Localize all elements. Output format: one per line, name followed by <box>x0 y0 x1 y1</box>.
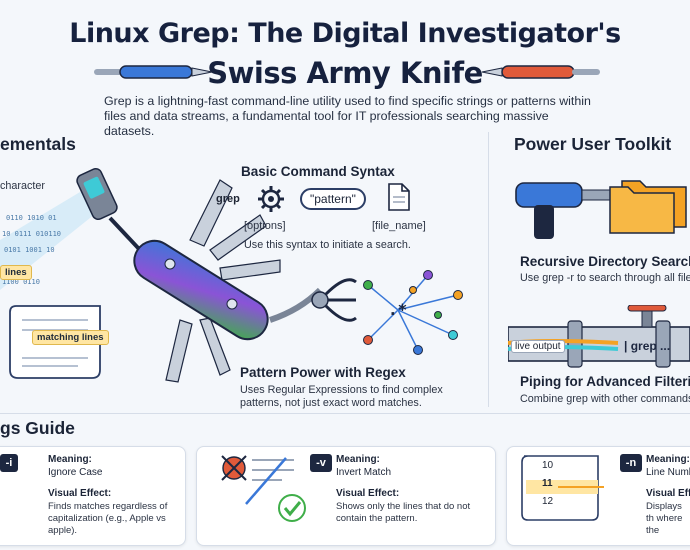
section-divider <box>488 132 489 407</box>
recursive-heading: Recursive Directory Search <box>520 254 690 269</box>
matching-lines-tag: matching lines <box>32 330 109 345</box>
flag-n-effect: Displays th where the <box>646 501 683 536</box>
intro-text: Grep is a lightning-fast command-line ut… <box>104 94 591 138</box>
flag-v-meaning-label: Meaning: <box>336 454 380 465</box>
flag-card-invert-match <box>196 446 496 546</box>
flag-i-effect-label: Visual Effect: <box>48 488 112 499</box>
knife-icon-right <box>481 65 600 79</box>
flag-i-meaning-label: Meaning: <box>48 454 92 465</box>
live-output-label: live output <box>511 340 565 353</box>
regex-heading: Pattern Power with Regex <box>240 365 406 380</box>
flag-label-v: -v <box>310 454 332 472</box>
flag-label-n: -n <box>620 454 642 472</box>
flag-v-meaning: Invert Match <box>336 467 392 478</box>
svg-text:1100 0110: 1100 0110 <box>2 278 40 286</box>
line-numbers-scroll-icon <box>521 455 604 521</box>
flag-card-ignore-case <box>0 446 186 546</box>
flag-n-meaning: Line Numb <box>646 467 690 478</box>
piping-caption: Combine grep with other commands (lik <box>520 393 690 405</box>
page-title-line2: Swiss Army Knife <box>207 56 483 90</box>
swiss-army-knife-graphic <box>76 167 323 383</box>
pipe-graphic <box>508 305 690 368</box>
syntax-file: [file_name] <box>372 220 426 232</box>
character-label: character <box>0 180 46 192</box>
syntax-cmd: grep <box>216 193 240 205</box>
recursive-caption: Use grep -r to search through all files … <box>520 272 690 284</box>
binary-beam-graphic: 0110 1010 01 10 0111 010110 0101 1001 10… <box>0 180 110 290</box>
invert-match-icon <box>221 455 306 522</box>
toolkit-heading: Power User Toolkit <box>514 134 672 154</box>
syntax-options: [options] <box>244 220 286 232</box>
page-title-line1: Linux Grep: The Digital Investigator's <box>69 18 621 49</box>
flag-v-effect-label: Visual Effect: <box>336 488 400 499</box>
syntax-caption: Use this syntax to initiate a search. <box>244 239 411 251</box>
line-number-11: 11 <box>542 478 553 489</box>
flag-i-effect: Finds matches regardless of capitalizati… <box>48 501 168 536</box>
grep-pipe-label: | grep ... <box>624 339 671 353</box>
flag-n-meaning-label: Meaning: <box>646 454 690 465</box>
line-number-10: 10 <box>542 460 554 471</box>
svg-text:0110 1010 01: 0110 1010 01 <box>6 214 57 222</box>
syntax-heading: Basic Command Syntax <box>241 164 395 179</box>
flag-label-i: -i <box>0 454 18 472</box>
flag-i-meaning: Ignore Case <box>48 467 103 478</box>
gear-icon <box>258 186 284 212</box>
regex-network-graphic: .* <box>363 270 463 355</box>
lines-tag: lines <box>0 265 32 280</box>
fundamentals-heading: ementals <box>0 134 76 154</box>
syntax-pattern-pill: "pattern" <box>300 188 366 210</box>
flag-v-effect: Shows only the lines that do not contain… <box>336 501 471 524</box>
svg-text:10 0111 010110: 10 0111 010110 <box>2 230 61 238</box>
flag-n-effect-label: Visual Effe <box>646 488 690 499</box>
flags-divider <box>0 413 690 414</box>
regex-caption: Uses Regular Expressions to find complex… <box>240 384 443 409</box>
piping-heading: Piping for Advanced Filtering <box>520 374 690 389</box>
line-number-12: 12 <box>542 496 554 507</box>
drill-folders-graphic <box>515 180 687 239</box>
svg-text:.*: .* <box>388 300 407 319</box>
svg-text:0101 1001 10: 0101 1001 10 <box>4 246 55 254</box>
claw-grabber-icon <box>311 278 357 322</box>
flags-heading: gs Guide <box>0 418 75 438</box>
file-icon <box>388 183 410 211</box>
knife-icon-left <box>94 65 213 79</box>
